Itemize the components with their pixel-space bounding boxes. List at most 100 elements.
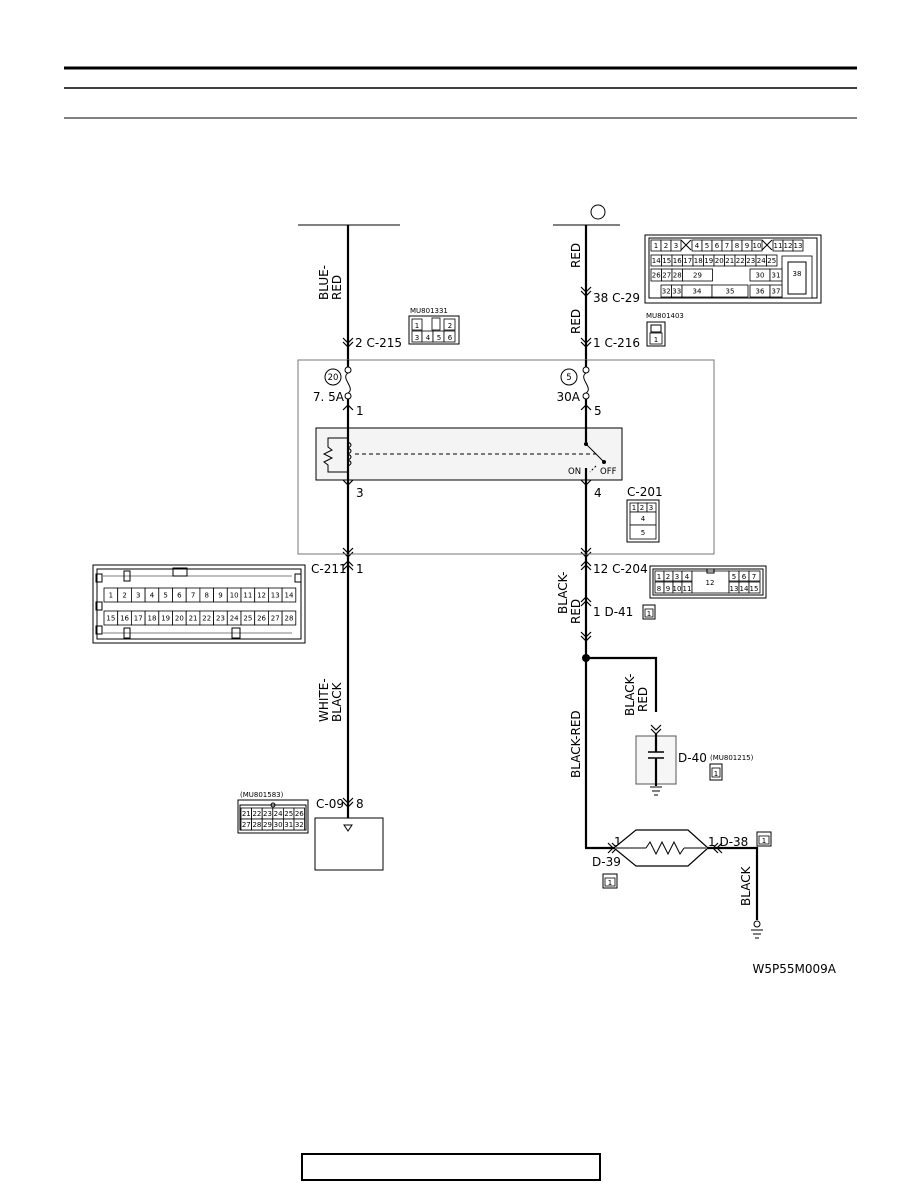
svg-text:1: 1 [647, 610, 651, 618]
c09-pin-31: 31 [284, 821, 293, 829]
c09-pin-24: 24 [274, 810, 283, 818]
wire-label-white-black-1: WHITE- [317, 678, 331, 722]
c211-pin-4: 4 [150, 592, 155, 600]
c29-pin-11: 11 [774, 242, 783, 250]
svg-text:1: 1 [632, 504, 636, 512]
c29-pin-23: 23 [746, 257, 755, 265]
svg-text:3: 3 [649, 504, 653, 512]
c29-pin-3-cell [670, 239, 682, 252]
connector-c09-label: C-09 [316, 797, 344, 811]
c09-pin-27: 27 [242, 821, 251, 829]
c211-pin-23: 23 [216, 615, 225, 623]
c09-pin-30: 30 [274, 821, 283, 829]
svg-text:6: 6 [448, 334, 453, 342]
c09-pin-21: 21 [242, 810, 251, 818]
wire-black-red-branch [586, 656, 658, 712]
svg-text:2: 2 [666, 573, 670, 581]
connector-d39-label: D-39 [592, 855, 621, 869]
connector-c204-label: 12 C-204 [593, 562, 648, 576]
connector-c215-face: 1 2 3 4 5 6 [408, 315, 460, 345]
c29-pin-29-cell [682, 268, 713, 282]
c29-pin-26: 26 [652, 272, 661, 280]
connector-c211-label: C-211 [311, 562, 347, 576]
c29-pin-28: 28 [673, 272, 682, 280]
c29-pin-19: 19 [704, 257, 713, 265]
c29-pin-31-cell [769, 268, 783, 282]
svg-text:1: 1 [657, 573, 661, 581]
pin-3-label: 3 [356, 486, 364, 500]
svg-text:11: 11 [683, 585, 692, 593]
c29-pin-10: 10 [753, 242, 762, 250]
c211-pin-14: 14 [284, 592, 293, 600]
fuse-left-number: 20 [328, 373, 339, 383]
svg-text:1: 1 [654, 336, 658, 344]
svg-text:8: 8 [657, 585, 661, 593]
wire-black [708, 846, 759, 920]
c211-pin-6: 6 [177, 592, 182, 600]
c09-pin-28: 28 [252, 821, 261, 829]
c211-pin-2: 2 [122, 592, 126, 600]
svg-text:15: 15 [750, 585, 759, 593]
c211-pin-24: 24 [230, 615, 239, 623]
svg-text:5: 5 [437, 334, 441, 342]
c211-pin-28-cell [281, 610, 297, 626]
svg-text:4: 4 [685, 573, 690, 581]
component-d40-capacitor [635, 734, 677, 796]
c09-pin-32: 32 [295, 821, 304, 829]
c211-pin-15: 15 [106, 615, 115, 623]
svg-text:2: 2 [640, 504, 644, 512]
pin-1-label: 1 [356, 404, 364, 418]
c29-pin-25-cell [766, 254, 778, 267]
c29-pin-2: 2 [664, 242, 668, 250]
c29-pin-15: 15 [662, 257, 671, 265]
c211-pin-27: 27 [271, 615, 280, 623]
fuse-right-number: 5 [566, 373, 571, 383]
c211-pin-22: 22 [202, 615, 211, 623]
svg-text:38: 38 [793, 270, 802, 278]
c09-pin-23: 23 [263, 810, 272, 818]
wire-label-black: BLACK [739, 865, 753, 906]
connector-d39-face: 1 [602, 873, 618, 889]
wire-label-black-red-branch-1: BLACK- [623, 673, 637, 716]
connector-d38-label: 1 D-38 [708, 835, 748, 849]
c29-pin-27: 27 [662, 272, 671, 280]
c29-pin-6: 6 [715, 242, 720, 250]
figure-code: W5P55M009A [753, 962, 837, 976]
ignition-source-symbol [590, 204, 606, 220]
svg-text:6: 6 [742, 573, 747, 581]
c29-pin-7: 7 [725, 242, 729, 250]
svg-text:5: 5 [732, 573, 736, 581]
ecu-module-box [314, 817, 384, 871]
c211-pin-14-cell [281, 587, 297, 603]
wire-label-red-top: RED [569, 243, 583, 268]
c211-pin-28: 28 [284, 615, 293, 623]
c211-pin-18: 18 [147, 615, 156, 623]
c211-pin-20: 20 [175, 615, 184, 623]
c29-pin-18: 18 [694, 257, 703, 265]
c211-pin-10: 10 [230, 592, 239, 600]
svg-text:3: 3 [415, 334, 419, 342]
c211-pin-17: 17 [134, 615, 143, 623]
c211-pin-12: 12 [257, 592, 266, 600]
connector-d40-face: 1 [709, 763, 723, 781]
c211-pin-1: 1 [109, 592, 113, 600]
connector-d40-label: D-40 [678, 751, 707, 765]
pin-5-label: 5 [594, 404, 602, 418]
junction-block [297, 359, 715, 555]
svg-text:1: 1 [608, 879, 612, 887]
wire-label-black-red-branch-2: RED [636, 687, 650, 712]
svg-text:7: 7 [752, 573, 756, 581]
connector-d38-face: 1 [756, 831, 772, 847]
c29-pin-29: 29 [693, 272, 702, 280]
connector-c211-pin: 1 [356, 562, 364, 576]
c211-pin-19: 19 [161, 615, 170, 623]
connector-c201-face: 1 2 3 4 5 [626, 499, 660, 543]
c09-pin-22: 22 [252, 810, 261, 818]
svg-text:2: 2 [448, 322, 452, 330]
c29-pin-4: 4 [695, 242, 700, 250]
svg-text:9: 9 [666, 585, 670, 593]
relay-coil [322, 428, 596, 480]
c211-pin-16: 16 [120, 615, 129, 623]
